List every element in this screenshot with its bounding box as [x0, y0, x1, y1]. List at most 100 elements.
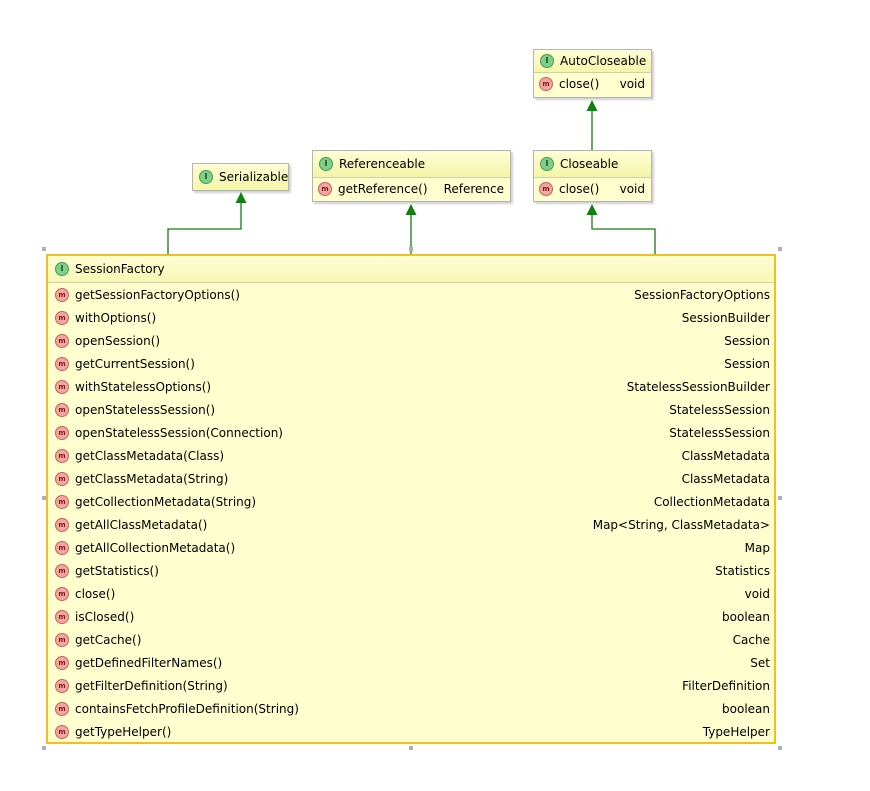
method-return-type: void	[619, 77, 645, 91]
method-name: openStatelessSession()	[75, 402, 216, 417]
method-name: close()	[559, 77, 600, 91]
interface-icon: I	[199, 170, 213, 184]
method-return-type: void	[744, 586, 770, 601]
method-name: getClassMetadata(Class)	[75, 448, 225, 463]
method-icon: m	[55, 678, 69, 693]
node-header: I SessionFactory	[48, 256, 774, 283]
selection-handle-top-right[interactable]	[778, 247, 782, 251]
method-icon: m	[55, 471, 69, 486]
method-icon: m	[55, 448, 69, 463]
method-return-type: boolean	[722, 701, 770, 716]
method-icon: m	[55, 356, 69, 371]
method-icon: m	[539, 77, 553, 91]
method-name: openSession()	[75, 333, 161, 348]
method-return-type: TypeHelper	[702, 724, 770, 739]
method-icon: m	[318, 182, 332, 196]
arrowhead-closeable	[586, 204, 598, 215]
method-name: close()	[559, 182, 600, 196]
method-name: getCache()	[75, 632, 142, 647]
method-return-type: ClassMetadata	[681, 448, 770, 463]
method-return-type: Statistics	[715, 563, 770, 578]
method-row[interactable]: m getCollectionMetadata(String) Collection…	[48, 490, 774, 513]
method-name: getAllCollectionMetadata()	[75, 540, 236, 555]
method-return-type: void	[619, 182, 645, 196]
method-name: isClosed()	[75, 609, 135, 624]
arrowhead-autocloseable	[586, 100, 598, 111]
method-icon: m	[55, 494, 69, 509]
method-row[interactable]: m close() void	[48, 582, 774, 605]
interface-icon: I	[55, 262, 69, 276]
method-name: openStatelessSession(Connection)	[75, 425, 283, 440]
selection-handle-bottom-left[interactable]	[42, 746, 46, 750]
method-name: getStatistics()	[75, 563, 159, 578]
method-icon: m	[55, 333, 69, 348]
method-icon: m	[55, 724, 69, 739]
method-return-type: ClassMetadata	[681, 471, 770, 486]
interface-name: SessionFactory	[75, 262, 165, 276]
method-return-type: Reference	[443, 182, 504, 196]
node-referenceable[interactable]: I Referenceable m getReference() Referen…	[312, 150, 511, 202]
method-return-type: Set	[750, 655, 770, 670]
selection-handle-top-left[interactable]	[42, 247, 46, 251]
method-name: close()	[75, 586, 116, 601]
node-header: I Referenceable	[313, 151, 510, 178]
node-header: I Closeable	[534, 151, 651, 178]
method-name: withOptions()	[75, 310, 157, 325]
method-name: getTypeHelper()	[75, 724, 172, 739]
method-icon: m	[539, 182, 553, 196]
method-return-type: Map<String, ClassMetadata>	[592, 517, 770, 532]
method-icon: m	[55, 287, 69, 302]
edge-sessionfactory-serializable	[167, 203, 242, 254]
method-return-type: SessionFactoryOptions	[634, 287, 770, 302]
method-icon: m	[55, 402, 69, 417]
selection-handle-top-center[interactable]	[409, 247, 413, 251]
method-row[interactable]: m getReference() Reference	[313, 178, 510, 200]
method-name: getCollectionMetadata(String)	[75, 494, 257, 509]
interface-icon: I	[319, 157, 333, 171]
arrowhead-referenceable	[405, 204, 417, 215]
method-row[interactable]: m getTypeHelper() TypeHelper	[48, 720, 774, 743]
interface-icon: I	[540, 54, 554, 68]
method-return-type: StatelessSessionBuilder	[626, 379, 770, 394]
method-icon: m	[55, 701, 69, 716]
method-return-type: Map	[744, 540, 770, 555]
method-name: getFilterDefinition(String)	[75, 678, 228, 693]
node-closeable[interactable]: I Closeable m close() void	[533, 150, 652, 202]
method-return-type: Cache	[732, 632, 770, 647]
interface-name: Serializable	[219, 170, 289, 184]
selection-handle-middle-left[interactable]	[42, 496, 46, 500]
method-name: getAllClassMetadata()	[75, 517, 208, 532]
method-row[interactable]: m getClassMetadata(Class) ClassMetadata	[48, 444, 774, 467]
interface-name: Closeable	[560, 157, 619, 171]
selection-handle-middle-right[interactable]	[778, 496, 782, 500]
method-icon: m	[55, 586, 69, 601]
method-return-type: boolean	[722, 609, 770, 624]
method-name: getDefinedFilterNames()	[75, 655, 223, 670]
method-row[interactable]: m close() void	[534, 73, 651, 95]
node-autocloseable[interactable]: I AutoCloseable m close() void	[533, 49, 652, 98]
node-header: I AutoCloseable	[534, 50, 651, 73]
method-row[interactable]: m close() void	[534, 178, 651, 200]
selection-handle-bottom-center[interactable]	[409, 746, 413, 750]
node-serializable[interactable]: I Serializable	[192, 163, 289, 191]
method-return-type: CollectionMetadata	[653, 494, 770, 509]
selection-handle-bottom-right[interactable]	[778, 746, 782, 750]
